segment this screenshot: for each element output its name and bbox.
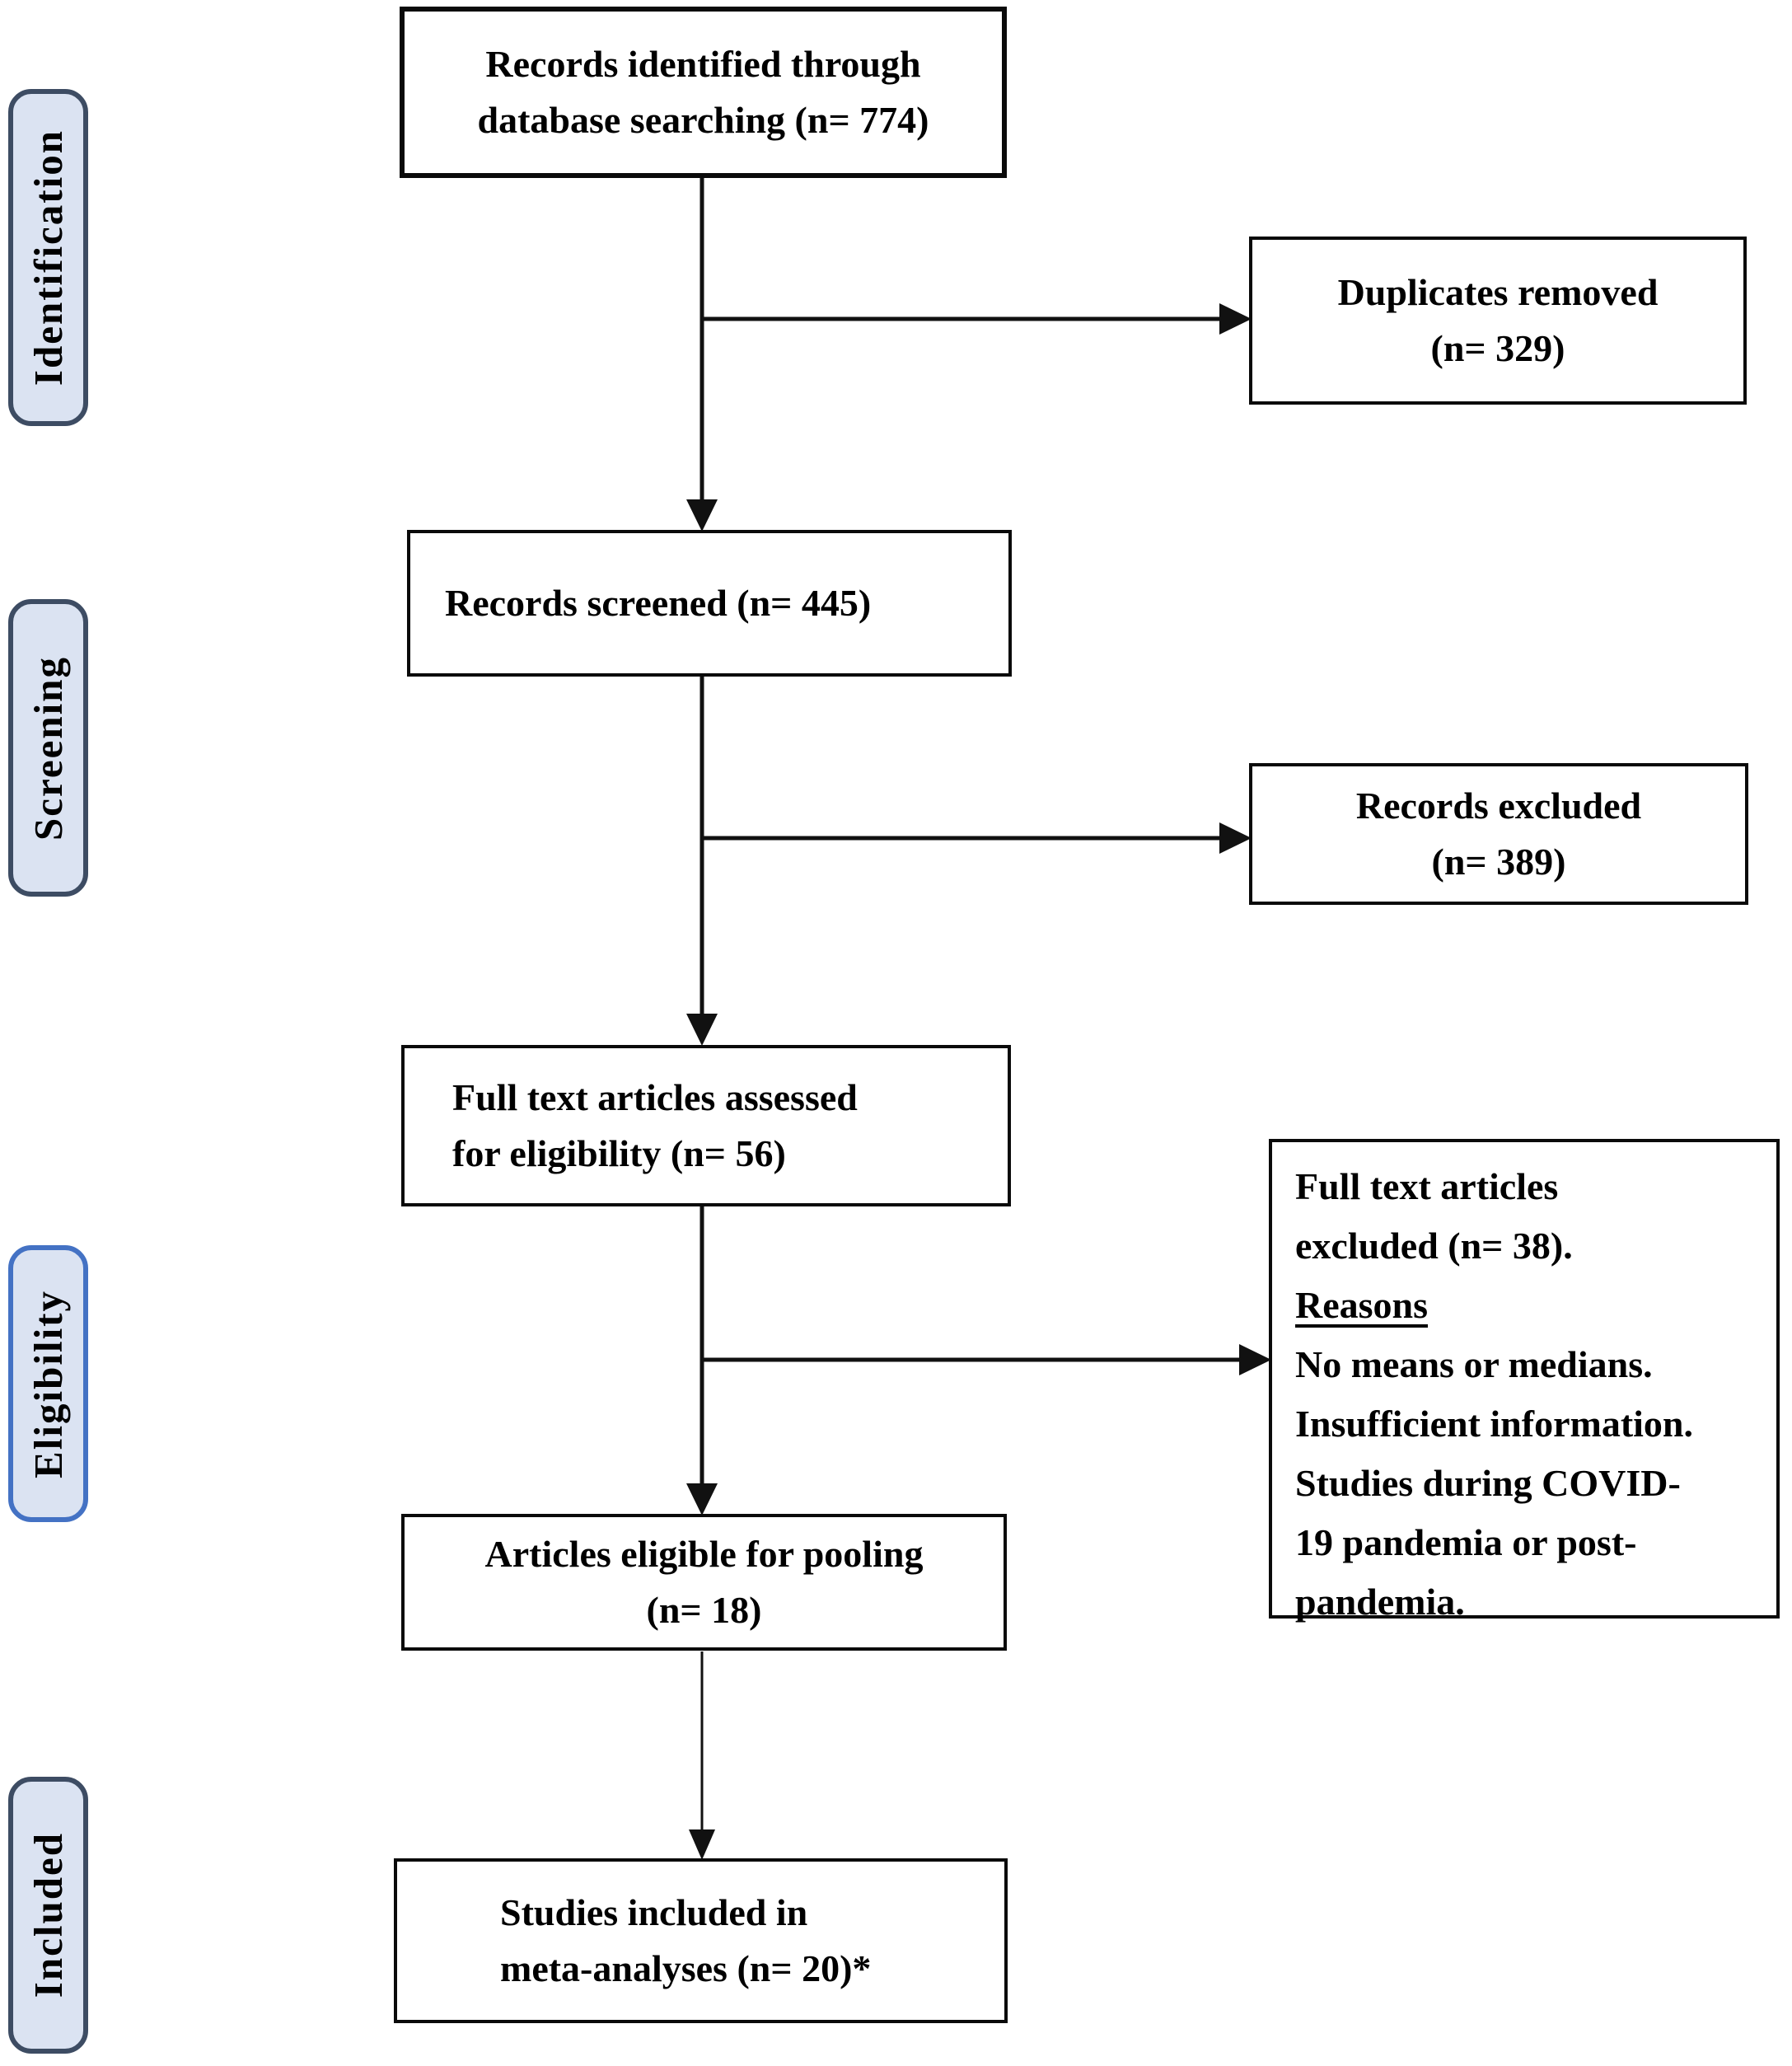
box-line: (n= 18) xyxy=(646,1589,762,1631)
box-line: Records identified through xyxy=(485,43,921,85)
box-line: Records excluded xyxy=(1355,785,1642,827)
reason-line: 19 pandemia or post- xyxy=(1295,1521,1637,1563)
arrow-fulltext-to-eligible xyxy=(686,1206,718,1516)
box-line: database searching (n= 774) xyxy=(477,99,929,141)
stage-label-text: Eligibility xyxy=(26,1289,71,1478)
reason-line: Studies during COVID- xyxy=(1295,1462,1681,1504)
stage-label-text: Included xyxy=(26,1832,71,1998)
stage-label-screening: Screening xyxy=(8,599,88,897)
box-line: (n= 329) xyxy=(1430,327,1565,369)
stage-label-identification: Identification xyxy=(8,89,88,426)
box-records-excluded: Records excluded (n= 389) xyxy=(1249,763,1748,905)
stage-label-included: Included xyxy=(8,1777,88,2054)
reason-line: pandemia. xyxy=(1295,1581,1465,1623)
box-included-meta: Studies included in meta-analyses (n= 20… xyxy=(394,1858,1008,2023)
box-fulltext-assessed: Full text articles assessed for eligibil… xyxy=(401,1045,1011,1206)
box-line: Full text articles assessed xyxy=(452,1076,858,1118)
arrow-to-records-excluded xyxy=(702,822,1252,854)
box-line: Records screened (n= 445) xyxy=(445,582,872,624)
arrow-screened-to-fulltext xyxy=(686,677,718,1046)
box-records-identified: Records identified through database sear… xyxy=(400,7,1007,178)
stage-label-eligibility: Eligibility xyxy=(8,1245,88,1522)
reason-line: No means or medians. xyxy=(1295,1343,1653,1385)
box-eligible-pooling: Articles eligible for pooling (n= 18) xyxy=(401,1514,1007,1651)
box-line: Studies included in xyxy=(500,1891,808,1933)
box-line: Articles eligible for pooling xyxy=(484,1533,924,1575)
arrow-eligible-to-included xyxy=(689,1651,715,1860)
stage-label-text: Screening xyxy=(26,655,71,841)
box-line: meta-analyses (n= 20)* xyxy=(500,1947,872,1989)
box-line: for eligibility (n= 56) xyxy=(452,1132,786,1174)
arrow-identified-to-screened xyxy=(686,178,718,532)
box-records-screened: Records screened (n= 445) xyxy=(407,530,1012,677)
box-fulltext-excluded: Full text articles excluded (n= 38). Rea… xyxy=(1269,1139,1780,1623)
box-duplicates-removed: Duplicates removed (n= 329) xyxy=(1249,237,1747,405)
box-line: Full text articles xyxy=(1295,1165,1559,1207)
box-line: excluded (n= 38). xyxy=(1295,1225,1573,1267)
box-line: Duplicates removed xyxy=(1337,271,1659,313)
arrow-to-duplicates-removed xyxy=(702,303,1252,335)
reason-line: Insufficient information. xyxy=(1295,1403,1693,1445)
box-line: (n= 389) xyxy=(1431,841,1566,883)
reasons-heading: Reasons xyxy=(1295,1284,1429,1326)
arrow-to-fulltext-excluded xyxy=(702,1344,1271,1375)
stage-label-text: Identification xyxy=(26,129,71,386)
